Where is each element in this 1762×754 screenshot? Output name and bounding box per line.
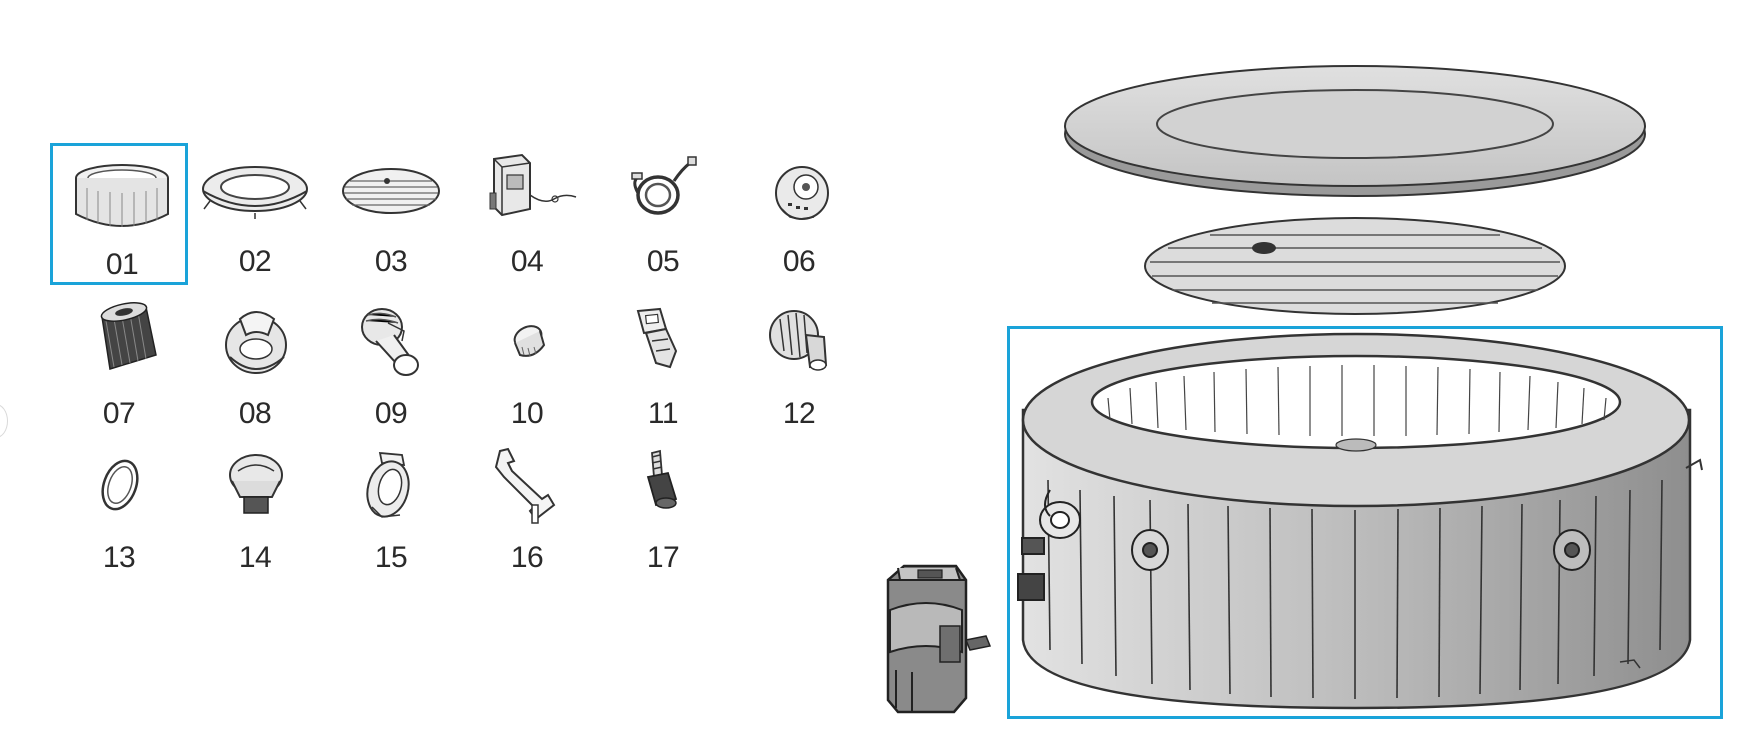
part-17[interactable]: 17 <box>594 439 732 581</box>
o-ring-icon <box>101 459 139 511</box>
valve-wrench-icon <box>494 447 556 524</box>
air-valve-icon <box>229 454 283 514</box>
part-14[interactable]: 14 <box>186 439 324 581</box>
spa-cover-illustration <box>1064 65 1646 197</box>
scroll-edge-handle[interactable] <box>0 404 8 438</box>
part-number: 01 <box>105 248 139 281</box>
part-number: 02 <box>238 245 272 278</box>
strainer-housing-icon <box>366 451 410 518</box>
spa-tub-illustration <box>1017 332 1703 710</box>
spa-assembly-illustration <box>886 65 1703 714</box>
pump-unit-icon <box>489 153 577 217</box>
part-number: 15 <box>374 541 408 574</box>
spa-liner-icon <box>75 164 169 227</box>
part-05[interactable]: 05 <box>594 143 732 285</box>
part-number: 08 <box>238 397 272 430</box>
part-number: 07 <box>102 397 136 430</box>
part-16[interactable]: 16 <box>458 439 596 581</box>
filter-cartridge-icon <box>100 302 157 370</box>
tub-side-connectors <box>1017 489 1081 601</box>
part-09[interactable]: 09 <box>322 295 460 437</box>
part-number: 04 <box>510 245 544 278</box>
selected-part-highlight <box>1007 326 1723 719</box>
elbow-connector-icon <box>361 308 419 376</box>
part-02[interactable]: 02 <box>186 143 324 285</box>
spa-cover-ring-icon <box>202 166 308 219</box>
tub-handle-right <box>1553 529 1591 571</box>
inflatable-lid-icon <box>342 168 440 214</box>
part-06[interactable]: 06 <box>730 143 868 285</box>
part-number: 11 <box>647 397 679 430</box>
part-number: 14 <box>238 541 272 574</box>
drain-valve-icon <box>225 311 287 374</box>
part-number: 13 <box>102 541 136 574</box>
part-13[interactable]: 13 <box>50 439 188 581</box>
part-08[interactable]: 08 <box>186 295 324 437</box>
part-number: 06 <box>782 245 816 278</box>
part-12[interactable]: 12 <box>730 295 868 437</box>
buckle-clip-icon <box>636 307 678 369</box>
part-number: 16 <box>510 541 544 574</box>
part-number: 12 <box>782 397 816 430</box>
part-11[interactable]: 11 <box>594 295 732 437</box>
threaded-connector-icon <box>769 310 828 371</box>
tub-handle-left <box>1131 529 1169 571</box>
part-10[interactable]: 10 <box>458 295 596 437</box>
strainer-cap-icon <box>775 166 829 220</box>
part-04[interactable]: 04 <box>458 143 596 285</box>
part-01[interactable]: 01 <box>50 143 188 285</box>
part-number: 10 <box>510 397 544 430</box>
part-number: 05 <box>646 245 680 278</box>
part-number: 17 <box>646 541 680 574</box>
hose-icon <box>631 156 697 215</box>
part-15[interactable]: 15 <box>322 439 460 581</box>
part-number: 09 <box>374 397 408 430</box>
part-07[interactable]: 07 <box>50 295 188 437</box>
pump-unit-illustration <box>886 564 992 714</box>
plug-cap-icon <box>513 325 546 357</box>
inflatable-lid-illustration <box>1144 217 1566 315</box>
hose-adapter-icon <box>646 449 678 509</box>
part-03[interactable]: 03 <box>322 143 460 285</box>
part-number: 03 <box>374 245 408 278</box>
